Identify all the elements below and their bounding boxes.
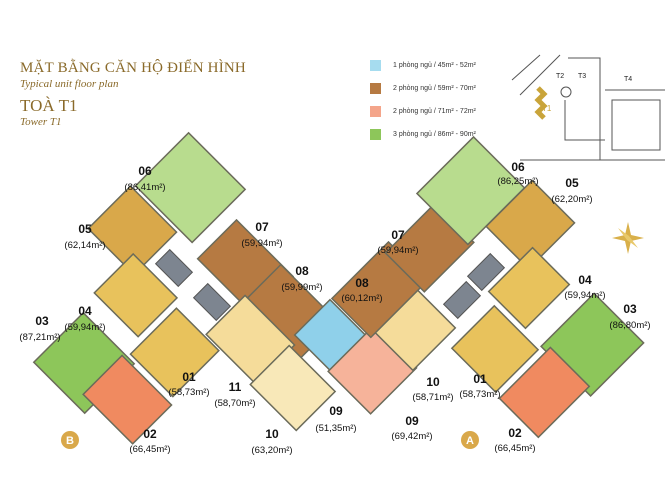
unit-number: 04 bbox=[78, 304, 92, 318]
unit-area: (59,94m²) bbox=[241, 238, 282, 249]
unit-area: (86,25m²) bbox=[497, 176, 538, 187]
unit-number: 01 bbox=[182, 370, 196, 384]
unit-number: 10 bbox=[265, 427, 279, 441]
units bbox=[32, 131, 645, 445]
legend-item: 1 phòng ngủ / 45m² - 52m² bbox=[370, 54, 476, 77]
unit-number: 01 bbox=[473, 372, 487, 386]
unit-l05[interactable] bbox=[87, 185, 178, 276]
unit-l06[interactable] bbox=[134, 131, 247, 244]
legend-item: 2 phòng ngủ / 71m² - 72m² bbox=[370, 100, 476, 123]
unit-area: (62,14m²) bbox=[64, 240, 105, 251]
unit-number: 03 bbox=[623, 302, 637, 316]
legend-label: 3 phòng ngủ / 86m² - 90m² bbox=[393, 131, 476, 138]
unit-area: (58,71m²) bbox=[412, 392, 453, 403]
unit-number: 07 bbox=[255, 220, 269, 234]
unit-area: (62,20m²) bbox=[551, 194, 592, 205]
unit-l04[interactable] bbox=[93, 252, 179, 338]
unit-area: (60,12m²) bbox=[341, 293, 382, 304]
unit-number: 04 bbox=[578, 273, 592, 287]
unit-number: 06 bbox=[511, 160, 525, 174]
unit-r02[interactable] bbox=[498, 346, 591, 439]
legend-swatch bbox=[370, 129, 381, 140]
unit-number: 10 bbox=[426, 375, 440, 389]
legend-swatch bbox=[370, 106, 381, 117]
legend-label: 1 phòng ngủ / 45m² - 52m² bbox=[393, 62, 476, 69]
unit-number: 08 bbox=[295, 264, 309, 278]
wing-b-badge: B bbox=[61, 431, 79, 449]
key-plan-t2: T2 bbox=[556, 73, 564, 80]
unit-number: 09 bbox=[329, 404, 343, 418]
tower-subtitle: Tower T1 bbox=[20, 116, 62, 128]
tower-title: TOÀ T1 bbox=[20, 96, 78, 115]
unit-area: (66,45m²) bbox=[494, 443, 535, 454]
unit-number: 11 bbox=[229, 380, 242, 394]
unit-area: (86,41m²) bbox=[124, 182, 165, 193]
unit-area: (59,99m²) bbox=[281, 282, 322, 293]
unit-area: (59,94m²) bbox=[64, 322, 105, 333]
unit-r01[interactable] bbox=[450, 304, 540, 394]
unit-number: 07 bbox=[391, 228, 405, 242]
unit-r05[interactable] bbox=[485, 179, 576, 270]
key-plan-t1: T1 bbox=[542, 104, 552, 113]
unit-number: 06 bbox=[138, 164, 152, 178]
unit-number: 08 bbox=[355, 276, 369, 290]
unit-area: (59,94m²) bbox=[377, 245, 418, 256]
legend-swatch bbox=[370, 83, 381, 94]
unit-r04[interactable] bbox=[487, 246, 571, 330]
legend-swatch bbox=[370, 60, 381, 71]
unit-l10[interactable] bbox=[249, 344, 337, 432]
unit-area: (86,80m²) bbox=[609, 320, 650, 331]
unit-number: 02 bbox=[143, 427, 157, 441]
unit-l01[interactable] bbox=[129, 307, 220, 398]
wing-a-label: A bbox=[466, 435, 474, 447]
legend-label: 2 phòng ngủ / 71m² - 72m² bbox=[393, 108, 476, 115]
unit-number: 03 bbox=[35, 314, 49, 328]
unit-area: (58,73m²) bbox=[459, 389, 500, 400]
unit-area: (59,94m²) bbox=[564, 290, 605, 301]
elevator-cores bbox=[154, 248, 506, 322]
unit-area: (66,45m²) bbox=[129, 444, 170, 455]
unit-l02[interactable] bbox=[82, 354, 173, 445]
legend-item: 2 phòng ngủ / 59m² - 70m² bbox=[370, 77, 476, 100]
unit-area: (51,35m²) bbox=[315, 423, 356, 434]
page-title: MẶT BẰNG CĂN HỘ ĐIỂN HÌNH bbox=[20, 60, 246, 76]
unit-area: (58,73m²) bbox=[168, 387, 209, 398]
unit-area: (87,21m²) bbox=[19, 332, 60, 343]
page-subtitle: Typical unit floor plan bbox=[20, 78, 119, 90]
wing-b-label: B bbox=[66, 435, 74, 447]
key-plan-t3: T3 bbox=[578, 73, 586, 80]
legend-label: 2 phòng ngủ / 59m² - 70m² bbox=[393, 85, 476, 92]
unit-number: 09 bbox=[405, 414, 419, 428]
unit-number: 05 bbox=[565, 176, 579, 190]
key-plan-t4: T4 bbox=[624, 76, 632, 83]
wing-a-badge: A bbox=[461, 431, 479, 449]
unit-area: (58,70m²) bbox=[214, 398, 255, 409]
key-plan: T1 T2 T3 T4 bbox=[511, 54, 665, 161]
legend: 1 phòng ngủ / 45m² - 52m² 2 phòng ngủ / … bbox=[370, 54, 476, 146]
legend-item: 3 phòng ngủ / 86m² - 90m² bbox=[370, 123, 476, 146]
unit-labels: 06 (86,41m²) 05 (62,14m²) 04 (59,94m²) 0… bbox=[19, 160, 650, 456]
unit-number: 05 bbox=[78, 222, 92, 236]
unit-number: 02 bbox=[508, 426, 522, 440]
compass-icon bbox=[612, 222, 644, 254]
unit-area: (63,20m²) bbox=[251, 445, 292, 456]
unit-area: (69,42m²) bbox=[391, 431, 432, 442]
